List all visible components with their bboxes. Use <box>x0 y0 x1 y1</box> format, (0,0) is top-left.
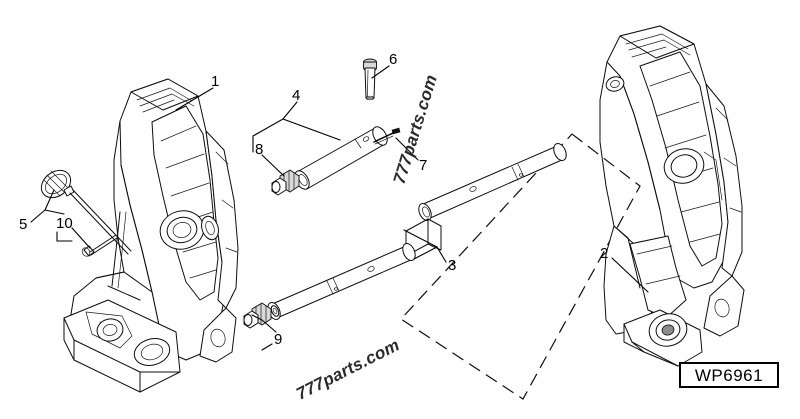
callout-label-3: 3 <box>448 257 456 274</box>
watermark-diagonal: 777parts.com <box>293 335 403 403</box>
callout-label-9: 9 <box>274 331 282 348</box>
part-pin-short <box>294 126 388 190</box>
part-cap-plug <box>40 169 132 255</box>
part-grease-fitting-lower <box>243 302 272 329</box>
part-cotter-pin <box>81 234 118 257</box>
left-bracket-assembly <box>63 78 239 393</box>
callout-leaders <box>30 65 649 351</box>
callout-label-5: 5 <box>19 216 27 233</box>
part-number-text: WP6961 <box>694 365 764 385</box>
part-split-pin <box>373 127 401 145</box>
callout-label-1: 1 <box>211 73 219 90</box>
callout-label-8: 8 <box>255 141 263 158</box>
part-long-pin-lower <box>267 242 416 321</box>
callout-label-4: 4 <box>292 87 300 104</box>
part-bolt <box>363 58 377 101</box>
part-long-pin-upper <box>405 142 567 257</box>
callout-label-10: 10 <box>56 215 73 232</box>
part-grease-fitting-upper <box>271 169 300 196</box>
callout-label-7: 7 <box>419 157 427 174</box>
callout-numbers: 1 2 3 4 5 6 7 8 9 10 <box>19 51 608 348</box>
part-number-box: WP6961 <box>679 362 779 388</box>
callout-label-6: 6 <box>389 51 397 68</box>
callout-label-2: 2 <box>600 245 608 262</box>
dashed-reference-outline <box>400 133 641 400</box>
right-bracket-assembly <box>599 25 745 367</box>
